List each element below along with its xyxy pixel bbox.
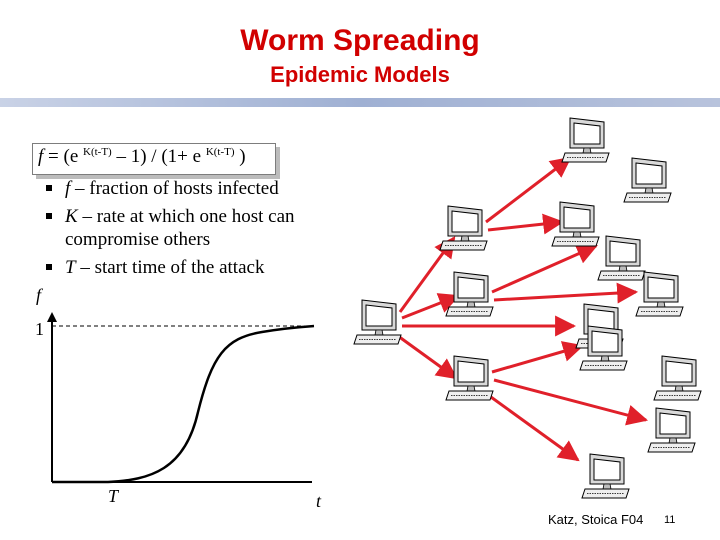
computer-icon [624, 158, 671, 202]
computer-icon [582, 454, 629, 498]
page-number: 11 [664, 514, 675, 526]
computer-icon [562, 118, 609, 162]
computer-icon [552, 202, 599, 246]
infection-link [484, 392, 578, 460]
computer-icon [446, 356, 493, 400]
infection-link [492, 346, 582, 372]
computer-icon [654, 356, 701, 400]
y-axis-arrow-icon [47, 312, 57, 322]
infection-link [486, 158, 570, 222]
computer-icon [446, 272, 493, 316]
x-tick-label: T [108, 486, 120, 506]
infection-link [492, 246, 596, 292]
footer-author: Katz, Stoica F04 [548, 512, 643, 527]
computer-icon [354, 300, 401, 344]
computer-icon [598, 236, 645, 280]
infection-graph: f 1 T t [35, 285, 322, 511]
y-axis-label: f [36, 285, 44, 305]
infection-link [398, 336, 456, 378]
computer-icon [440, 206, 487, 250]
x-axis-label: t [316, 491, 322, 511]
infection-curve [52, 326, 314, 482]
y-tick-label: 1 [35, 319, 44, 339]
network-computers [354, 118, 701, 498]
computer-icon [636, 272, 683, 316]
infection-link [494, 292, 636, 300]
computer-icon [648, 408, 695, 452]
infection-link [488, 222, 562, 230]
